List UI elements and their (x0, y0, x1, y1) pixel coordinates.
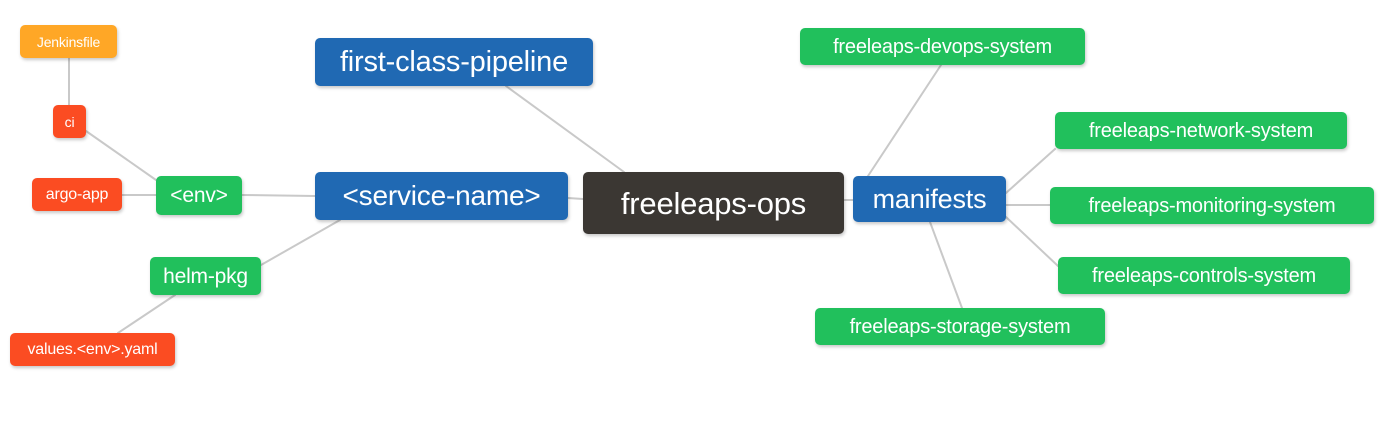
node-first-class-pipeline[interactable]: first-class-pipeline (315, 38, 593, 86)
node-env[interactable]: <env> (156, 176, 242, 215)
edge-helm-pkg-to-values-env-yaml (117, 294, 176, 334)
node-freeleaps-ops[interactable]: freeleaps-ops (583, 172, 844, 234)
edge-env-to-service-name (241, 194, 316, 197)
node-jenkinsfile[interactable]: Jenkinsfile (20, 25, 117, 58)
node-argo-app[interactable]: argo-app (32, 178, 122, 211)
node-freeleaps-monitoring-system[interactable]: freeleaps-monitoring-system (1050, 187, 1374, 224)
node-label-freeleaps-network-system: freeleaps-network-system (1088, 119, 1314, 142)
node-ci[interactable]: ci (53, 105, 86, 138)
node-label-env: <env> (170, 184, 228, 207)
edge-first-class-pipeline-to-freeleaps-ops (505, 85, 625, 173)
node-label-manifests: manifests (872, 183, 987, 214)
edge-ci-to-env (85, 130, 157, 181)
node-service-name[interactable]: <service-name> (315, 172, 568, 220)
edge-service-name-to-freeleaps-ops (567, 197, 584, 200)
edge-manifests-to-freeleaps-storage-system (929, 221, 963, 309)
node-label-service-name: <service-name> (342, 180, 541, 211)
node-freeleaps-network-system[interactable]: freeleaps-network-system (1055, 112, 1347, 149)
node-label-helm-pkg: helm-pkg (163, 264, 248, 288)
node-label-first-class-pipeline: first-class-pipeline (339, 45, 569, 78)
node-label-jenkinsfile: Jenkinsfile (36, 33, 101, 50)
edge-service-name-to-helm-pkg (260, 219, 341, 266)
node-manifests[interactable]: manifests (853, 176, 1006, 222)
node-freeleaps-devops-system[interactable]: freeleaps-devops-system (800, 28, 1085, 65)
node-label-freeleaps-ops: freeleaps-ops (620, 185, 807, 221)
node-helm-pkg[interactable]: helm-pkg (150, 257, 261, 295)
node-freeleaps-controls-system[interactable]: freeleaps-controls-system (1058, 257, 1350, 294)
edge-manifests-to-freeleaps-devops-system (867, 64, 942, 177)
node-label-values-env-yaml: values.<env>.yaml (27, 340, 158, 358)
edge-manifests-to-freeleaps-controls-system (1005, 216, 1059, 267)
node-label-argo-app: argo-app (45, 185, 109, 203)
node-label-freeleaps-storage-system: freeleaps-storage-system (849, 315, 1071, 338)
node-label-ci: ci (64, 113, 75, 130)
node-freeleaps-storage-system[interactable]: freeleaps-storage-system (815, 308, 1105, 345)
node-label-freeleaps-controls-system: freeleaps-controls-system (1092, 264, 1316, 287)
node-values-env-yaml[interactable]: values.<env>.yaml (10, 333, 175, 366)
node-label-freeleaps-monitoring-system: freeleaps-monitoring-system (1088, 194, 1336, 217)
edge-manifests-to-freeleaps-network-system (1005, 148, 1056, 194)
node-label-freeleaps-devops-system: freeleaps-devops-system (833, 35, 1052, 58)
